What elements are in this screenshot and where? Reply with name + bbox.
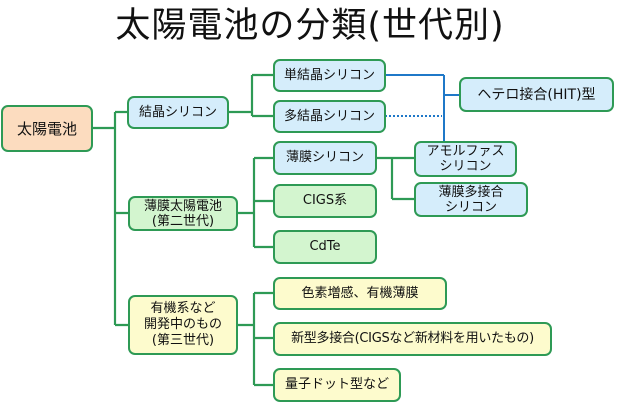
node-quantum-dot: 量子ドット型など [273, 368, 401, 402]
connector-thin-film-silicon [376, 156, 414, 201]
node-solar-cell: 太陽電池 [1, 105, 93, 152]
node-polycrystalline-silicon: 多結晶シリコン [273, 100, 386, 133]
node-thin-film-silicon: 薄膜シリコン [273, 141, 377, 175]
diagram-title: 太陽電池の分類(世代別) [115, 6, 505, 46]
node-cigs: CIGS系 [273, 184, 377, 218]
node-new-multijunction: 新型多接合(CIGSなど新材料を用いたもの) [273, 322, 552, 356]
node-heterojunction-hit: ヘテロ接合(HIT)型 [459, 77, 614, 112]
node-crystalline-silicon: 結晶シリコン [127, 96, 229, 129]
connector-crystalline [228, 73, 273, 118]
connector-thin-film [237, 156, 273, 249]
node-cdte: CdTe [273, 230, 377, 264]
node-dye-sensitized-organic-thin-film: 色素増感、有機薄膜 [273, 277, 447, 310]
connector-root-trunk [92, 110, 128, 327]
node-amorphous-silicon: アモルファス シリコン [414, 141, 517, 177]
node-organic-third-gen: 有機系など 開発中のもの (第三世代) [128, 295, 238, 355]
node-thin-film-solar-second-gen: 薄膜太陽電池 (第二世代) [128, 196, 238, 231]
node-thin-film-multijunction-silicon: 薄膜多接合 シリコン [414, 182, 528, 217]
connector-third-gen [237, 291, 273, 387]
connector-hit-solid [385, 74, 459, 141]
node-monocrystalline-silicon: 単結晶シリコン [273, 59, 386, 92]
